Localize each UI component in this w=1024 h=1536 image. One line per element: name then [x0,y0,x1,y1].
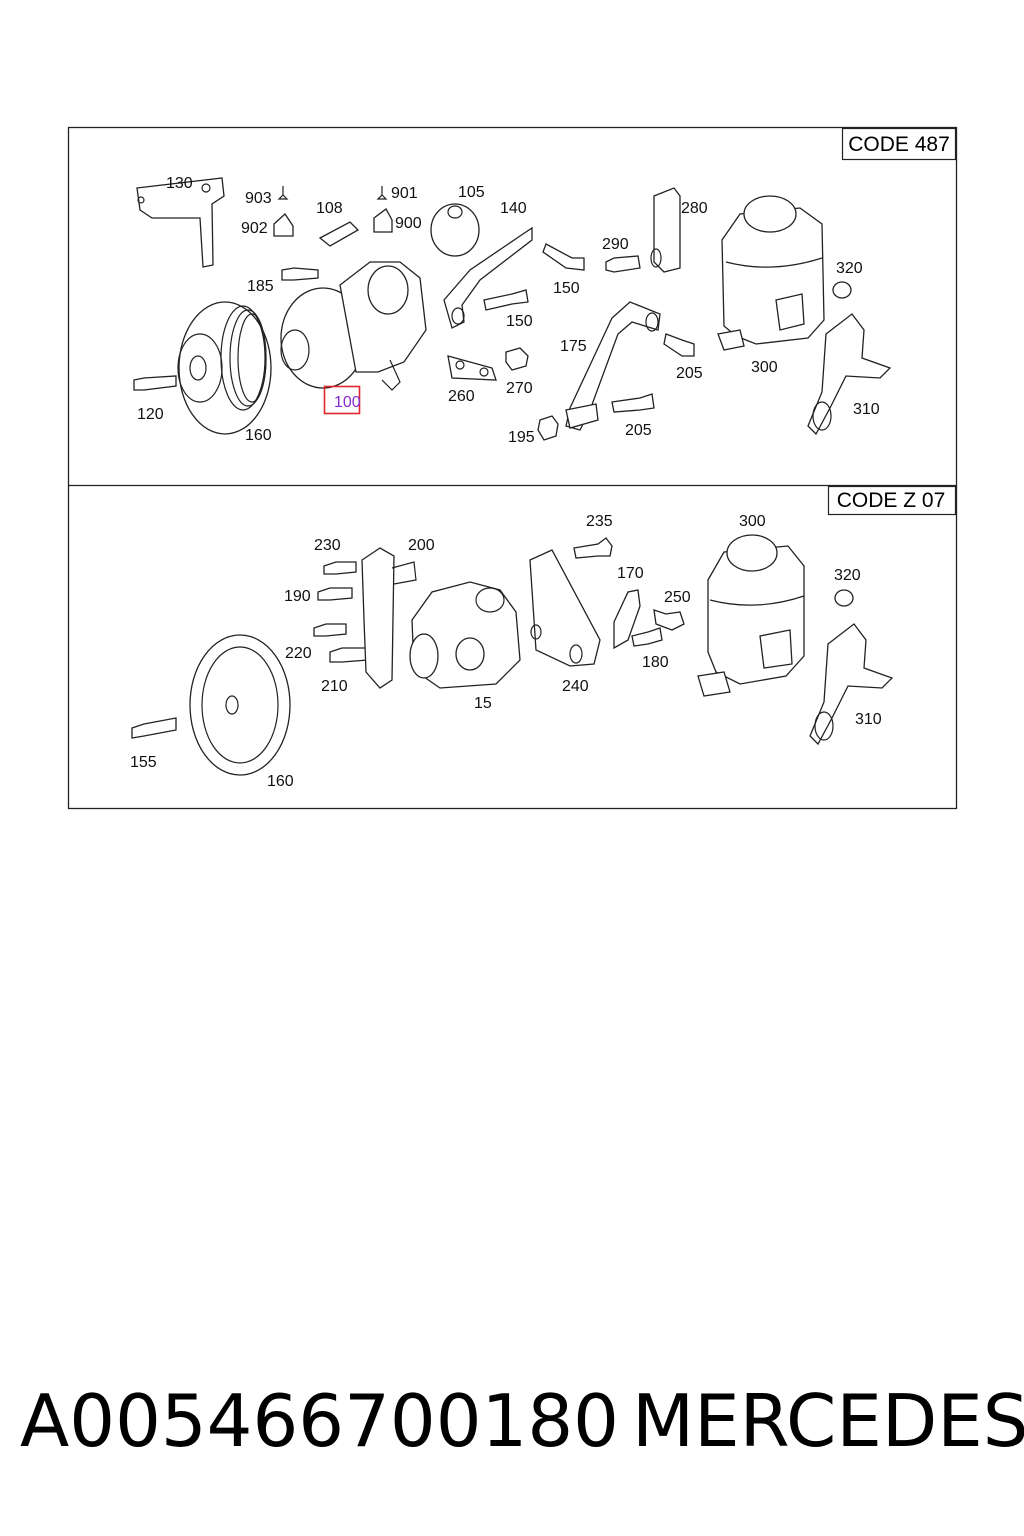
label-310: 310 [853,401,880,418]
label-280: 280 [681,200,708,217]
code-z07-label: CODE Z 07 [837,489,946,512]
bracket-175-part [565,301,661,431]
bracket-130-part [136,177,225,268]
grommet-320b-part [834,589,854,607]
label-240: 240 [562,678,589,695]
clip-170-part [613,589,641,650]
label-902: 902 [241,220,268,237]
label-120: 120 [137,406,164,423]
label-300: 300 [751,359,778,376]
label-310-b: 310 [855,711,882,728]
label-220: 220 [285,645,312,662]
label-130: 130 [166,175,193,192]
label-140: 140 [500,200,527,217]
seal-902-part [273,213,294,237]
cap-105-part [430,203,480,257]
label-175: 175 [560,338,587,355]
top-panel-labels: 130 903 902 108 901 900 105 140 280 290 … [137,175,880,446]
parts-diagram: CODE 487 CODE Z 07 [67,126,958,810]
fitting-901-part [376,186,388,200]
label-150b: 150 [506,313,533,330]
label-300-b: 300 [739,513,766,530]
bolt-120-part [133,375,177,391]
code-487-label: CODE 487 [848,133,950,156]
label-185: 185 [247,278,274,295]
label-170: 170 [617,565,644,582]
label-901: 901 [391,185,418,202]
label-320: 320 [836,260,863,277]
bolt-185-part [281,267,319,281]
bracket-200-part [361,547,395,689]
brand-name: MERCEDES [632,1379,1024,1463]
bolt-180-part [631,627,663,647]
seal-900-part [373,208,393,233]
highlight-100-box [323,385,361,415]
pulley-160b-part [189,634,291,776]
bolt-235-part [573,537,613,559]
bolt-205b-part [611,393,655,413]
bolt-250-part [653,609,685,631]
code-z07-box: CODE Z 07 [827,485,957,516]
footer-caption: A005466700180 MERCEDES [0,1376,1024,1476]
bolt-155-part [131,717,177,739]
bolt-205a-part [663,333,695,357]
pulley-160-part [178,301,272,435]
label-200: 200 [408,537,435,554]
label-900: 900 [395,215,422,232]
label-205a: 205 [676,365,703,382]
label-205b: 205 [625,422,652,439]
bracket-310-part [807,313,892,436]
code-487-box: CODE 487 [841,127,957,161]
bolt-150a-part [542,243,585,271]
label-100-highlight: 100 [334,394,361,411]
label-210: 210 [321,678,348,695]
label-195: 195 [508,429,535,446]
top-panel-parts [133,177,892,441]
bolt-220-part [313,623,347,637]
label-903: 903 [245,190,272,207]
bottom-panel-parts [131,534,894,776]
bolt-210-part [329,647,369,663]
label-150a: 150 [553,280,580,297]
label-155: 155 [130,754,157,771]
grommet-320-part [832,281,852,299]
fitting-903-part [277,186,289,200]
label-180: 180 [642,654,669,671]
bottom-panel-labels: 235 300 230 200 170 320 190 250 220 180 … [130,513,882,790]
bracket-310b-part [809,623,894,746]
label-15: 15 [474,695,492,712]
label-260: 260 [448,388,475,405]
label-235: 235 [586,513,613,530]
diagram-frame [67,126,958,810]
bolt-150b-part [483,289,529,311]
nut-270-part [505,347,529,371]
pump-15-part [411,581,521,689]
fitting-108-part [318,221,360,247]
nut-195-part [537,415,559,441]
label-190: 190 [284,588,311,605]
label-230: 230 [314,537,341,554]
part-number: A005466700180 [20,1379,619,1463]
bracket-140-part [443,226,533,329]
label-250: 250 [664,589,691,606]
plate-260-part [447,355,497,381]
label-290: 290 [602,236,629,253]
label-160: 160 [245,427,272,444]
bolt-190-part [317,587,353,601]
bolt-290-part [605,255,641,273]
bracket-240-part [529,549,601,667]
label-160-b: 160 [267,773,294,790]
label-320-b: 320 [834,567,861,584]
sensor-280-part [653,187,681,273]
label-105: 105 [458,184,485,201]
bolt-230-part [323,561,357,575]
label-270: 270 [506,380,533,397]
label-108: 108 [316,200,343,217]
